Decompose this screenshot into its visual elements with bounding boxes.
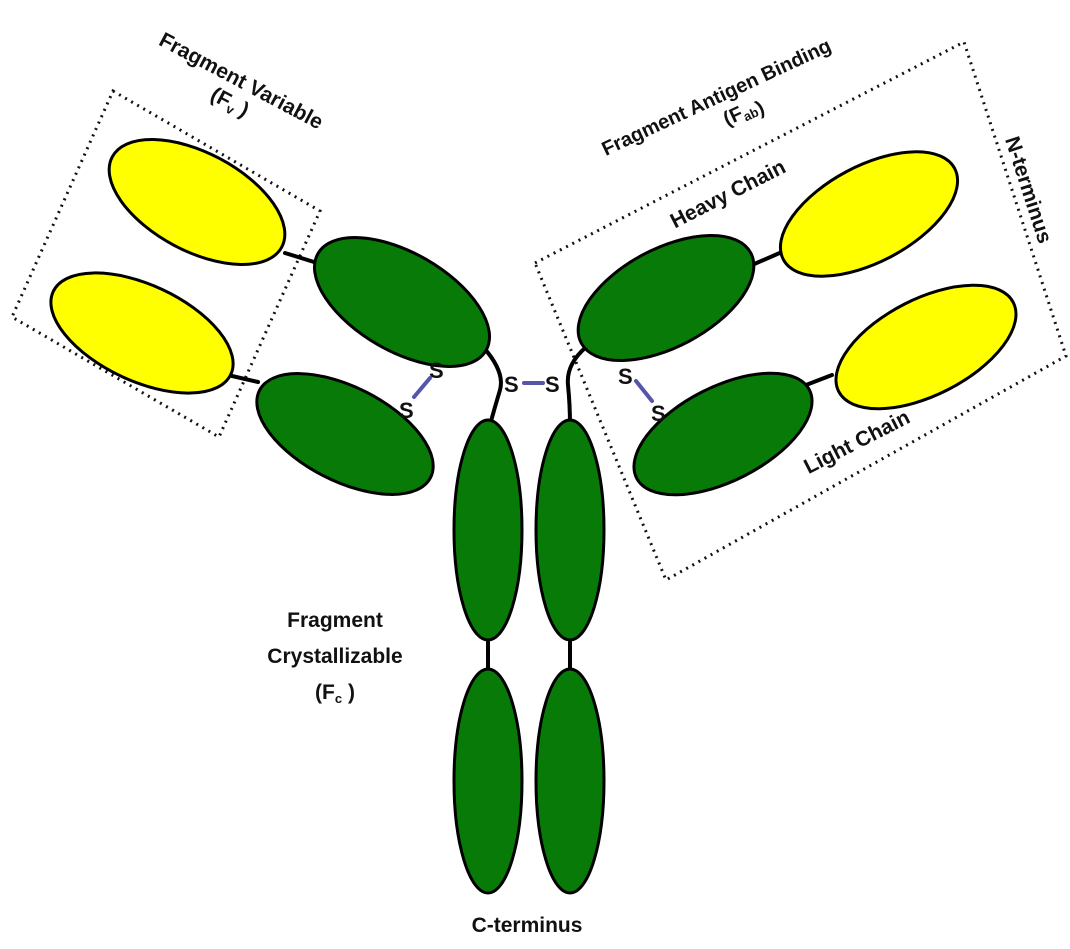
hinge-left: [484, 348, 501, 425]
sulfur-right-bottom: S: [651, 401, 666, 426]
right-light-constant-domain: [615, 348, 831, 520]
linker-right-light: [806, 375, 832, 385]
fc-right-lower-domain: [536, 669, 604, 893]
disulfide-left: [414, 378, 430, 397]
c-terminus-label: C-terminus: [472, 914, 583, 937]
n-terminus-label: N-terminus: [1000, 134, 1056, 247]
variable-domains: [33, 114, 1035, 435]
fv-label: Fragment Variable (Fv ): [143, 28, 327, 157]
fc-right-upper-domain: [536, 420, 604, 640]
right-heavy-variable-domain: [761, 126, 977, 302]
disulfide-bonds: [414, 378, 652, 401]
right-light-variable-domain: [817, 260, 1035, 435]
linker-right-heavy: [752, 252, 782, 265]
sulfur-right-top: S: [618, 364, 633, 389]
fc-left-lower-domain: [454, 669, 522, 893]
right-heavy-constant-domain: [558, 210, 774, 387]
fc-symbol: (Fc ): [315, 681, 355, 706]
heavy-chain-label: Heavy Chain: [667, 155, 790, 233]
left-heavy-variable-domain: [89, 114, 305, 291]
sulfur-hinge-right: S: [545, 372, 560, 397]
sulfur-left-top: S: [429, 358, 444, 383]
fc-line1: Fragment: [287, 609, 383, 632]
fc-left-upper-domain: [454, 420, 522, 640]
left-heavy-constant-domain: [293, 211, 510, 393]
sulfur-hinge-left: S: [504, 372, 519, 397]
fc-line2: Crystallizable: [267, 645, 402, 668]
disulfide-right: [636, 381, 652, 401]
fc-label: Fragment Crystallizable (Fc ): [267, 609, 402, 706]
constant-domains: [238, 210, 831, 893]
sulfur-left-bottom: S: [399, 398, 414, 423]
fab-label: Fragment Antigen Binding (Fab): [599, 35, 847, 186]
fab-title: Fragment Antigen Binding: [599, 35, 835, 161]
left-light-constant-domain: [238, 349, 452, 520]
hinge-right: [568, 348, 585, 425]
light-chain-label: Light Chain: [800, 406, 913, 479]
